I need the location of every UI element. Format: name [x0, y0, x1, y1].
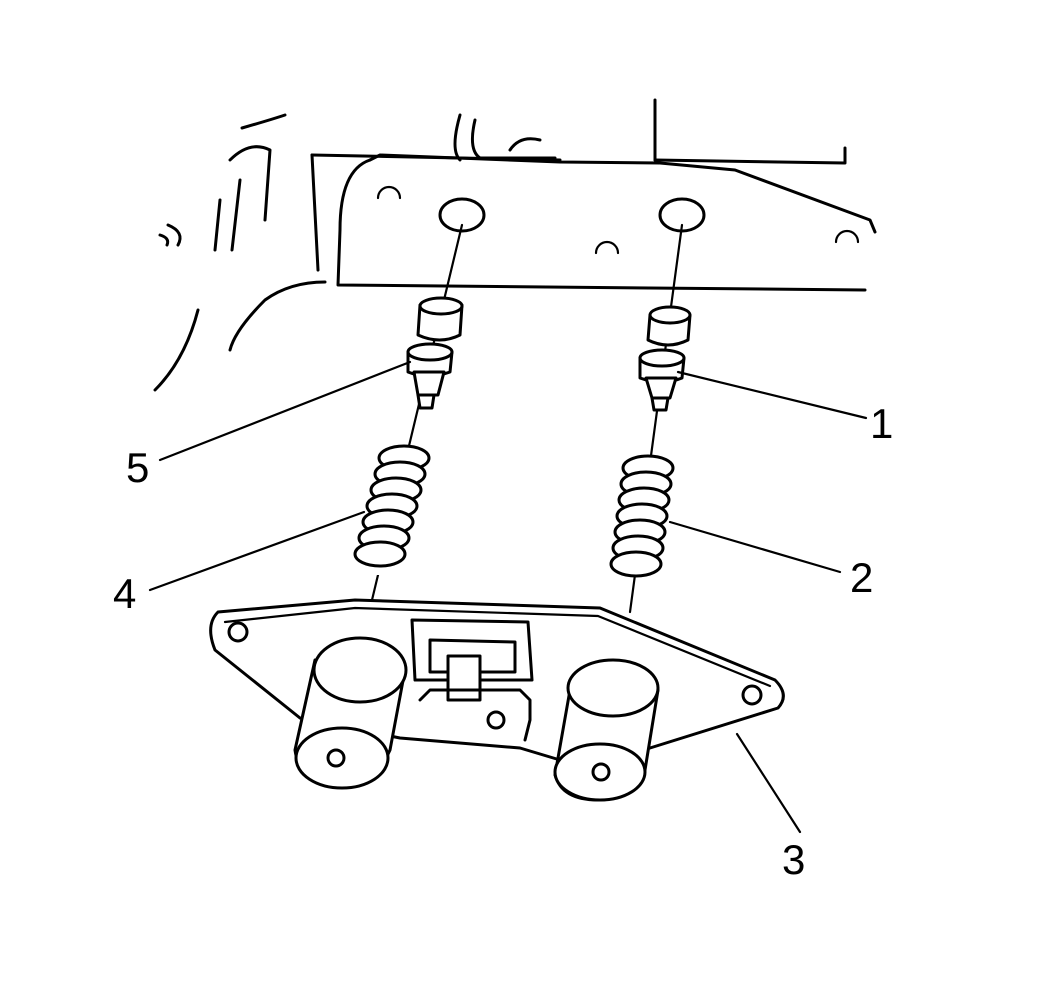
right-spring — [609, 454, 675, 578]
callout-4: 4 — [113, 570, 136, 617]
left-valve — [406, 296, 464, 410]
callouts: 1 2 3 4 5 — [113, 400, 893, 883]
left-spring — [353, 444, 431, 575]
transmission-housing — [153, 98, 877, 392]
right-valve — [638, 305, 692, 412]
solenoid-body — [209, 598, 785, 802]
callout-1: 1 — [870, 400, 893, 447]
callout-5: 5 — [126, 444, 149, 491]
callout-2: 2 — [850, 554, 873, 601]
leader-lines — [148, 360, 868, 834]
callout-3: 3 — [782, 836, 805, 883]
